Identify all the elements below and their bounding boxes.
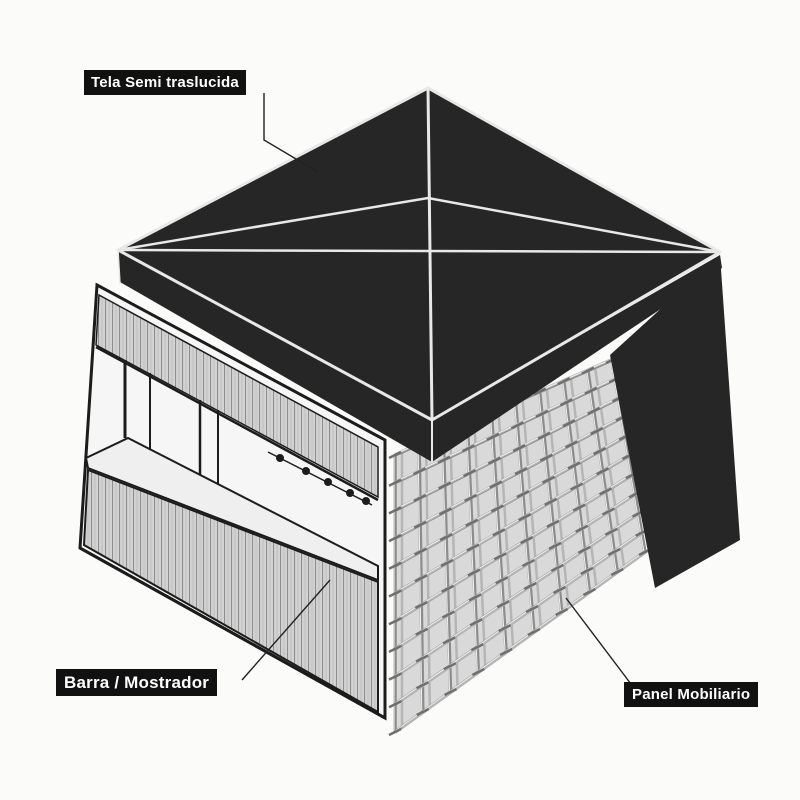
label-tela-semi-traslucida: Tela Semi traslucida	[84, 70, 246, 95]
label-panel-mobiliario: Panel Mobiliario	[624, 682, 758, 707]
leader-panel	[566, 598, 634, 688]
label-barra-mostrador: Barra / Mostrador	[56, 669, 217, 696]
